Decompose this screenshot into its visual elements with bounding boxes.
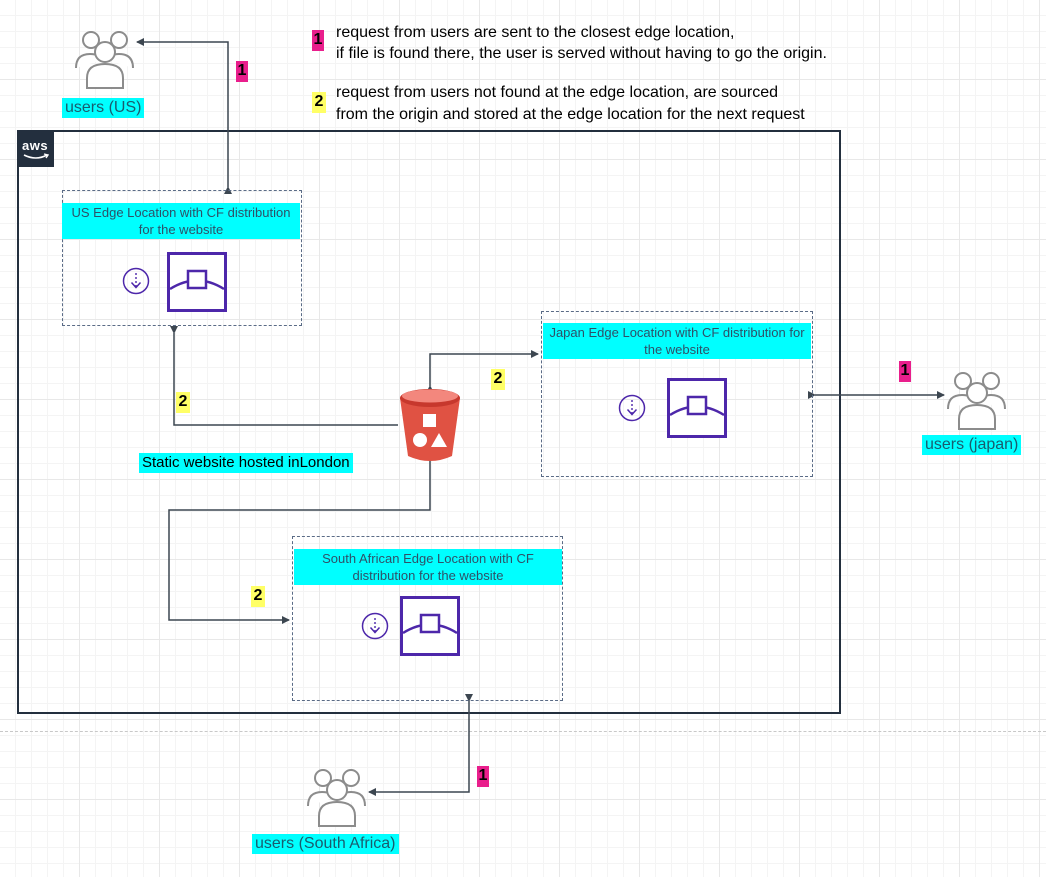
japan-download-icon (618, 394, 646, 422)
legend-badge-2: 2 (312, 92, 326, 113)
legend-text-2a: request from users not found at the edge… (336, 84, 779, 101)
legend-text-1b: if file is found there, the user is serv… (336, 45, 827, 62)
sa-edge-group[interactable] (292, 536, 563, 701)
s3-bucket-icon[interactable] (398, 386, 462, 462)
aws-smile-icon (23, 153, 49, 159)
users-sa-icon[interactable] (304, 760, 370, 830)
users-sa-label: users (South Africa) (252, 834, 399, 854)
japan-cloudfront-icon (667, 378, 727, 438)
badge-sa-users: 1 (477, 766, 489, 787)
badge-us-users: 1 (236, 61, 248, 82)
users-us-label: users (US) (62, 98, 145, 118)
connector-us-origin[interactable] (170, 326, 398, 426)
aws-logo: aws (18, 131, 54, 167)
badge-japan-users: 1 (899, 361, 911, 382)
connector-us-users[interactable] (136, 38, 232, 194)
connector-sa-origin[interactable] (168, 455, 434, 624)
us-cloudfront-icon (167, 252, 227, 312)
sa-cloudfront-icon (400, 596, 460, 656)
legend-text-2b: from the origin and stored at the edge l… (336, 106, 805, 123)
sa-download-icon (361, 612, 389, 640)
page-divider (0, 731, 1046, 732)
badge-us-origin: 2 (176, 392, 190, 413)
legend-badge-1: 1 (312, 30, 324, 51)
users-japan-icon[interactable] (944, 363, 1010, 433)
aws-logo-text: aws (22, 138, 49, 153)
japan-edge-group[interactable] (541, 311, 813, 477)
users-us-icon[interactable] (72, 22, 138, 92)
legend-text-1a: request from users are sent to the close… (336, 24, 735, 41)
origin-label: Static website hosted inLondon (139, 453, 353, 473)
japan-edge-title: Japan Edge Location with CF distribution… (543, 323, 811, 359)
badge-japan-origin: 2 (491, 369, 505, 390)
sa-edge-title: South African Edge Location with CF dist… (294, 549, 562, 585)
us-edge-title: US Edge Location with CF distribution fo… (62, 203, 300, 239)
connector-japan-origin[interactable] (426, 350, 539, 393)
us-edge-group[interactable] (62, 190, 302, 326)
users-japan-label: users (japan) (922, 435, 1022, 455)
connector-sa-users[interactable] (368, 694, 473, 796)
us-download-icon (122, 267, 150, 295)
badge-sa-origin: 2 (251, 586, 265, 607)
